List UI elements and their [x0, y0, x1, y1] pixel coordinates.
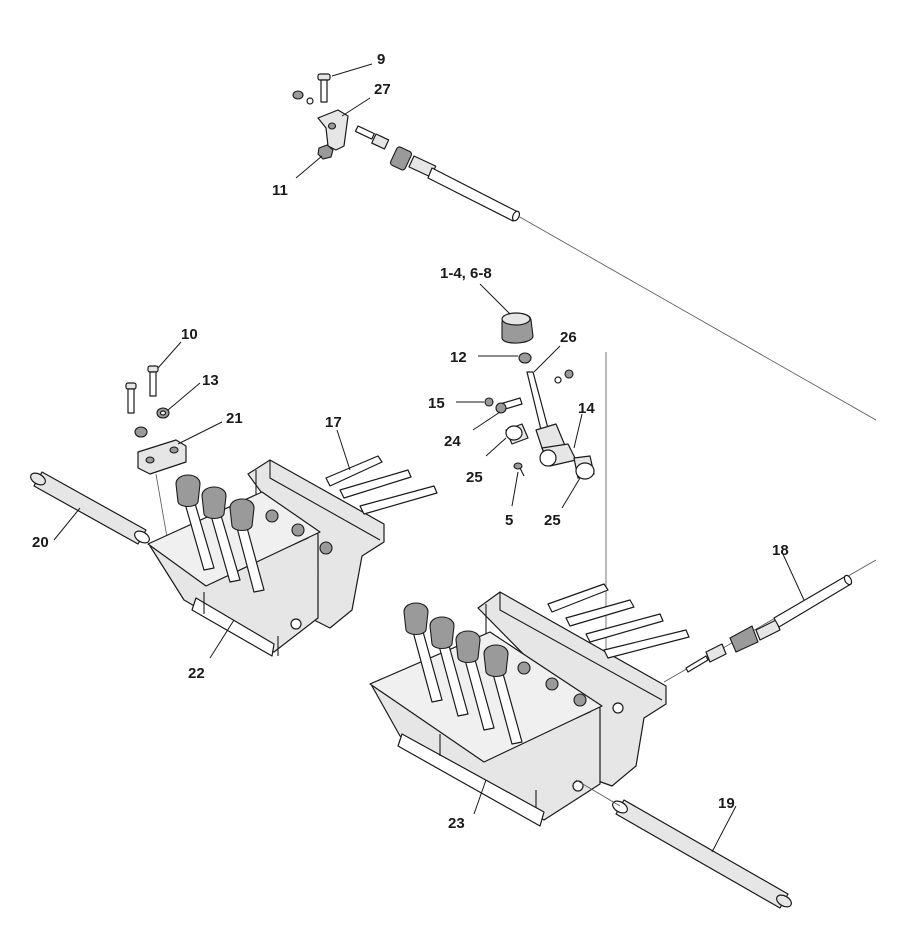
bolt-9 — [317, 73, 331, 103]
callout-24: 24 — [444, 433, 461, 450]
callout-9: 9 — [377, 51, 385, 68]
callout-13: 13 — [202, 372, 219, 389]
callout-15: 15 — [428, 395, 445, 412]
callout-20: 20 — [32, 534, 49, 551]
callout-19: 19 — [718, 795, 735, 812]
valve-block-23 — [369, 583, 690, 827]
callout-1-4-6-8: 1-4, 6-8 — [440, 265, 492, 282]
bushing-25-left — [505, 423, 529, 445]
bolt-10-a — [147, 365, 159, 397]
levers-right — [403, 602, 523, 745]
pivot-14 — [539, 443, 595, 480]
valve-block-22 — [147, 455, 438, 657]
rod-20 — [30, 471, 150, 545]
lever-kit — [484, 312, 607, 778]
callout-21: 21 — [226, 410, 243, 427]
callout-5: 5 — [505, 512, 513, 529]
top-cable-assembly — [292, 73, 877, 421]
cable-fittings-top — [354, 125, 437, 178]
callout-18: 18 — [772, 542, 789, 559]
bolt-10-b — [125, 382, 137, 414]
bolt-24 — [495, 397, 523, 414]
rod-19 — [575, 779, 792, 909]
callout-25-right: 25 — [544, 512, 561, 529]
leader-lines — [53, 63, 805, 853]
callout-14: 14 — [578, 400, 595, 417]
callout-17: 17 — [325, 414, 342, 431]
callout-10: 10 — [181, 326, 198, 343]
bracket-27 — [317, 109, 349, 151]
washer-top-left — [306, 97, 314, 105]
cable-top — [427, 167, 519, 222]
nut-15 — [484, 397, 494, 407]
callout-27: 27 — [374, 81, 391, 98]
levers-left — [175, 474, 265, 593]
callout-12: 12 — [450, 349, 467, 366]
screw-5 — [513, 462, 525, 477]
callout-labels: 9 27 11 1-4, 6-8 26 12 10 13 21 17 15 14… — [32, 51, 789, 832]
callout-23: 23 — [448, 815, 465, 832]
clamp-kit — [125, 365, 187, 567]
spools-17 — [325, 455, 438, 515]
nut-12 — [518, 352, 532, 364]
callout-26: 26 — [560, 329, 577, 346]
nut-11 — [317, 144, 334, 160]
knob-1-4-6-8 — [501, 312, 534, 344]
nut-top-left — [292, 90, 304, 100]
cable-18 — [663, 559, 877, 683]
callout-11: 11 — [272, 182, 288, 199]
spools-right — [547, 583, 690, 659]
callout-22: 22 — [188, 665, 205, 682]
clamp-21 — [137, 439, 187, 475]
callout-25-left: 25 — [466, 469, 483, 486]
